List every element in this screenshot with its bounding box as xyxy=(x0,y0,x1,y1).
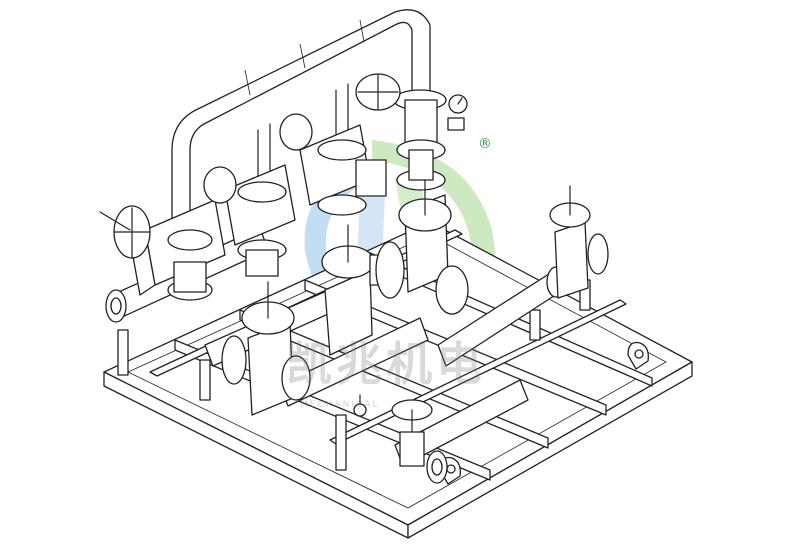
gate-valve-right xyxy=(549,185,609,299)
watermark-brand-text: 凯兆机电 xyxy=(286,337,486,391)
gate-valve-left xyxy=(99,199,226,301)
pressure-gauge xyxy=(447,94,468,131)
logo-green-arc xyxy=(372,140,496,330)
watermark-sub-text: MECHANICAL xyxy=(300,400,380,410)
gate-valve-upper-row xyxy=(203,113,387,277)
registered-mark: ® xyxy=(478,136,492,152)
front-valve-small xyxy=(353,394,433,467)
riser-valve-top xyxy=(355,73,468,191)
gate-valve-front xyxy=(221,281,311,416)
lifting-lug-right xyxy=(627,341,649,370)
gate-valve-center xyxy=(321,179,469,356)
